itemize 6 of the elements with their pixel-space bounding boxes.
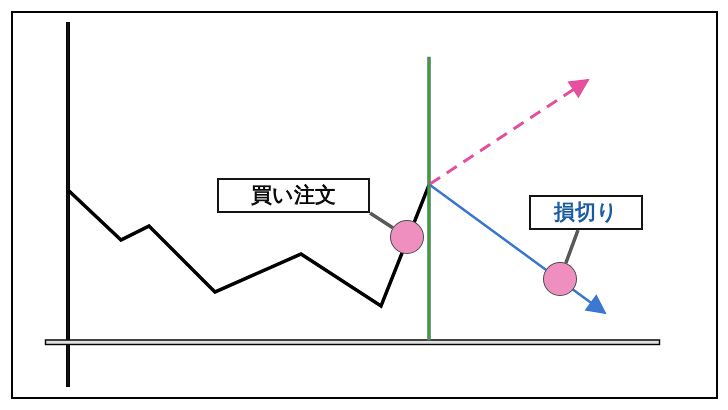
callout-label: 損切り	[529, 195, 643, 230]
point-marker	[543, 262, 577, 296]
callout-label: 買い注文	[217, 178, 370, 213]
leader-line	[369, 212, 394, 230]
point-marker	[390, 220, 424, 254]
leader-line	[564, 229, 580, 264]
